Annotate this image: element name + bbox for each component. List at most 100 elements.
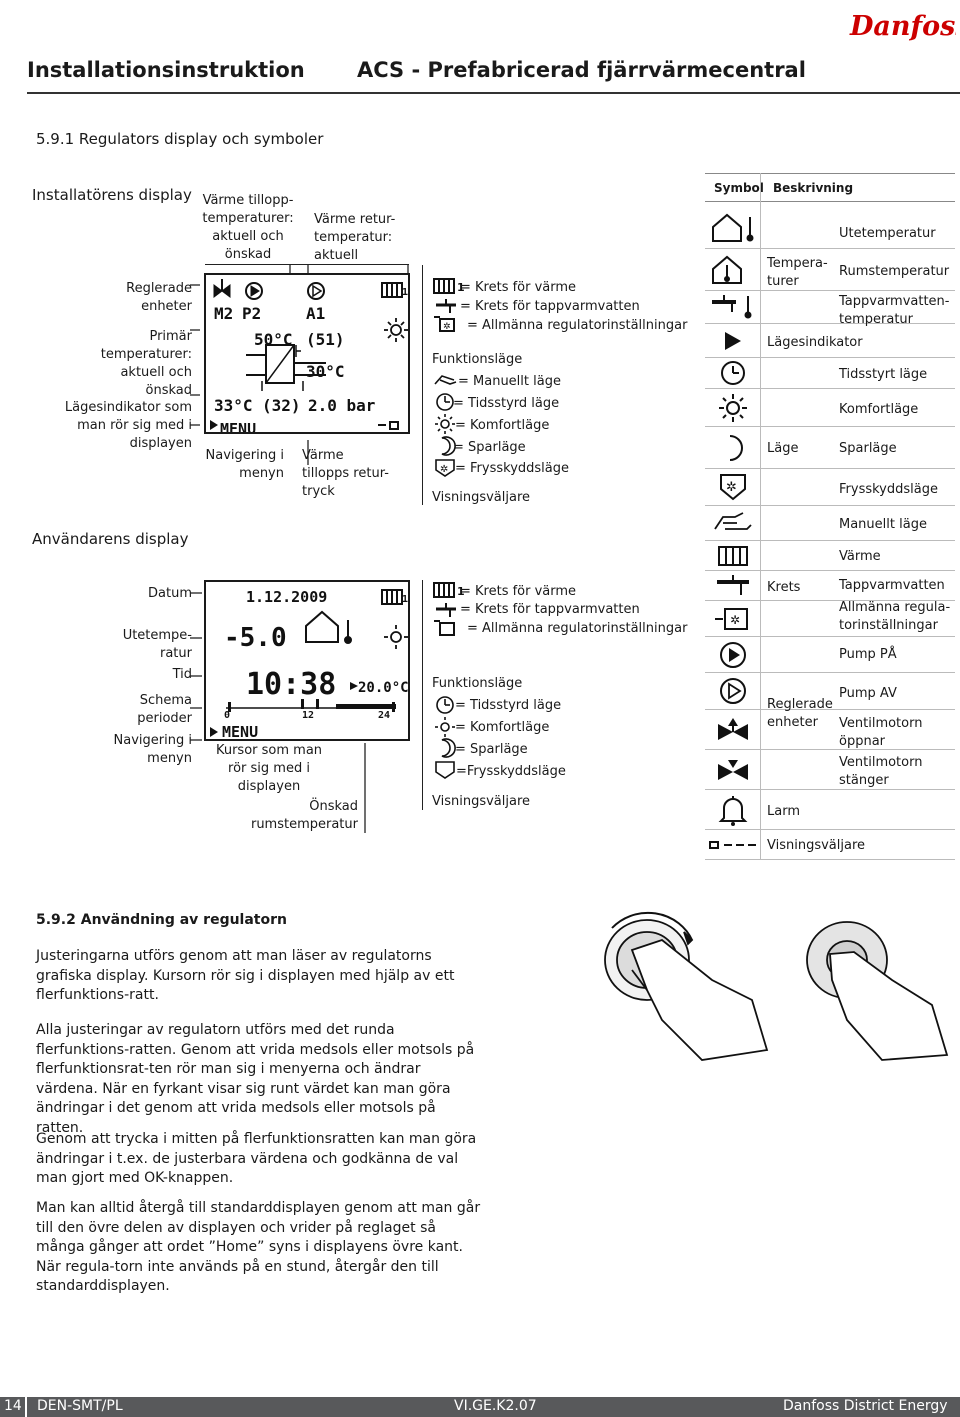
table-top-rule <box>705 173 955 174</box>
desc-varme: Värme <box>839 549 881 564</box>
svg-text:1: 1 <box>402 594 408 605</box>
svg-text:✲: ✲ <box>440 464 448 475</box>
user-lcd: 1.12.2009 -5.0 10:38 20.0°C MENU 0 12 24… <box>204 580 410 741</box>
group-krets: Krets <box>767 580 801 595</box>
desc-tappvarmvatten-temp: Tappvarmvatten- temperatur <box>839 294 950 327</box>
user-legend-allmanna: = Allmänna regulatorinställningar <box>467 621 688 636</box>
user-legend-funktionslage: Funktionsläge <box>432 676 523 691</box>
user-legend-komfort: = Komfortläge <box>455 720 550 735</box>
bell-alarm-icon <box>705 790 760 829</box>
desc-manuellt: Manuellt läge <box>839 517 927 532</box>
user-legend-fryss: =Frysskyddsläge <box>456 764 566 779</box>
footer-code: DEN-SMT/PL <box>37 1398 123 1414</box>
label-navigering: Navigering i menyn <box>205 448 284 481</box>
knob-illustration <box>604 911 949 1061</box>
legend-krets-tapp: = Krets för tappvarmvatten <box>460 299 640 314</box>
house-room-temp-icon <box>705 250 760 290</box>
svg-text:P2: P2 <box>242 304 261 323</box>
legend-visning: Visningsväljare <box>432 490 531 505</box>
svg-text:1: 1 <box>457 585 465 598</box>
legend-manuellt: = Manuellt läge <box>458 374 561 389</box>
installer-legend-mode-icons: ✲ <box>434 375 457 477</box>
label-varme-tillopp: Värme tillopp- temperaturer: aktuell och… <box>202 193 294 262</box>
group-temperaturer: Tempera- turer <box>767 256 828 289</box>
legend-fryss: = Frysskyddsläge <box>455 461 570 476</box>
general-settings-icon: ✲ <box>705 601 760 636</box>
user-pointer-lines <box>190 592 366 833</box>
svg-text:M2: M2 <box>214 304 233 323</box>
label-schema: Schema perioder <box>137 693 192 726</box>
user-legend-krets-tapp: = Krets för tappvarmvatten <box>460 602 640 617</box>
svg-text:1: 1 <box>402 287 408 298</box>
label-varme-retur: Värme retur- temperatur: aktuell <box>314 212 396 263</box>
position-indicator-icon <box>705 324 760 357</box>
legend-komfort: = Komfortläge <box>455 418 550 433</box>
svg-text:Danfoss: Danfoss <box>849 11 956 42</box>
svg-text:0: 0 <box>224 710 230 721</box>
desc-ventil-stanger: Ventilmotorn stänger <box>839 755 923 788</box>
user-display-heading: Användarens display <box>32 530 189 548</box>
footer-company: Danfoss District Energy <box>783 1398 948 1414</box>
svg-text:33°C: 33°C <box>214 396 253 415</box>
svg-text:12: 12 <box>302 710 314 721</box>
installer-lcd-graphic: M2 P2 A1 50°C (51) 30°C 33°C (32) 2.0 ba… <box>210 279 408 438</box>
svg-text:20.0°C: 20.0°C <box>358 680 408 696</box>
desc-allmanna: Allmänna regula- torinställningar <box>839 600 951 633</box>
section-title-592: 5.9.2 Användning av regulatorn <box>36 912 287 928</box>
section-title-591: 5.9.1 Regulators display och symboler <box>36 130 324 148</box>
label-kursor: Kursor som man rör sig med i displayen <box>215 743 323 794</box>
user-legend-mode-icons <box>435 696 456 779</box>
usage-paragraph-3: Genom att trycka i mitten på flerfunktio… <box>36 1131 477 1186</box>
svg-text:A1: A1 <box>306 304 325 323</box>
clock-icon <box>705 358 760 388</box>
valve-open-icon <box>705 710 760 749</box>
svg-text:-5.0: -5.0 <box>224 623 287 653</box>
sun-icon <box>705 389 760 426</box>
svg-text:MENU: MENU <box>220 420 256 432</box>
svg-text:✲: ✲ <box>443 322 451 332</box>
user-legend-krets-varme: = Krets för värme <box>460 584 577 599</box>
desc-pump-av: Pump AV <box>839 686 897 701</box>
group-reglerade: Reglerade enheter <box>767 697 833 730</box>
label-tid: Tid <box>172 667 192 682</box>
danfoss-logo: Danfoss <box>846 6 960 44</box>
radiator-icon <box>705 541 760 570</box>
legend-krets-varme: = Krets för värme <box>460 280 577 295</box>
desc-utetemperatur: Utetemperatur <box>839 226 936 241</box>
user-legend-circuit-icons: 1 <box>433 582 465 636</box>
svg-text:1.12.2009: 1.12.2009 <box>246 588 327 606</box>
desc-spar: Sparläge <box>839 441 897 456</box>
label-navigering-user: Navigering i menyn <box>113 733 192 766</box>
installer-top-rule <box>205 264 409 266</box>
table-header-rule <box>705 201 955 202</box>
label-datum: Datum <box>148 586 192 601</box>
frost-shield-icon: ✲ <box>705 469 760 505</box>
user-legend-visning: Visningsväljare <box>432 794 531 809</box>
svg-text:(51): (51) <box>306 330 345 349</box>
installer-lcd: M2 P2 A1 50°C (51) 30°C 33°C (32) 2.0 ba… <box>204 273 410 438</box>
usage-paragraph-1: Justeringarna utförs genom att man läser… <box>36 948 455 1003</box>
header-rule <box>27 92 960 94</box>
desc-tappvarmvatten: Tappvarmvatten <box>839 578 945 593</box>
desc-tidsstyrt: Tidsstyrt läge <box>839 367 928 382</box>
group-visningsvaljare: Visningsväljare <box>767 838 866 853</box>
label-primar-temperaturer: Primär temperaturer: aktuell och önskad <box>100 329 192 398</box>
tap-icon <box>705 571 760 600</box>
user-legend-bracket <box>422 580 425 810</box>
label-utetemperatur: Utetempe- ratur <box>122 628 192 661</box>
label-varme-tryck: Värme tillopps retur- tryck <box>302 448 389 499</box>
footer-ref: VI.GE.K2.07 <box>454 1398 537 1414</box>
house-outdoor-temp-icon <box>705 208 760 248</box>
tap-water-temp-icon <box>705 291 760 323</box>
svg-text:1: 1 <box>457 281 465 294</box>
table-col-divider <box>760 173 761 859</box>
desc-komfort: Komfortläge <box>839 402 919 417</box>
pump-on-icon <box>705 637 760 672</box>
label-onskad-rumstemp: Önskad rumstemperatur <box>250 799 358 832</box>
installer-legend-bracket <box>422 265 425 505</box>
legend-funktionslage: Funktionsläge <box>432 352 523 367</box>
installer-pointer-lines <box>190 265 409 465</box>
desc-fryss: Frysskyddsläge <box>839 482 938 497</box>
view-selector-icon <box>705 830 760 859</box>
svg-text:2.0 bar: 2.0 bar <box>308 396 375 415</box>
